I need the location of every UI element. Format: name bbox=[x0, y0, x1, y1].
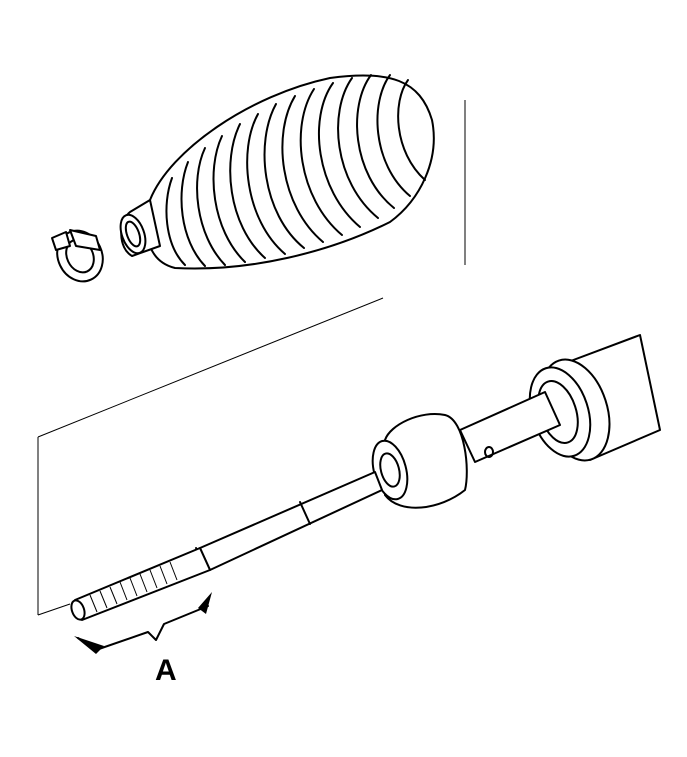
rack-housing bbox=[528, 334, 661, 462]
boot-clamp bbox=[51, 229, 104, 283]
inner-tie-rod bbox=[70, 391, 561, 621]
thread-lines bbox=[89, 561, 178, 613]
callout-label-a: A bbox=[155, 654, 177, 687]
assembly-guide-lines bbox=[37, 100, 466, 616]
steering-boot-bellows bbox=[119, 74, 435, 270]
dimension-bracket-a bbox=[74, 592, 212, 654]
